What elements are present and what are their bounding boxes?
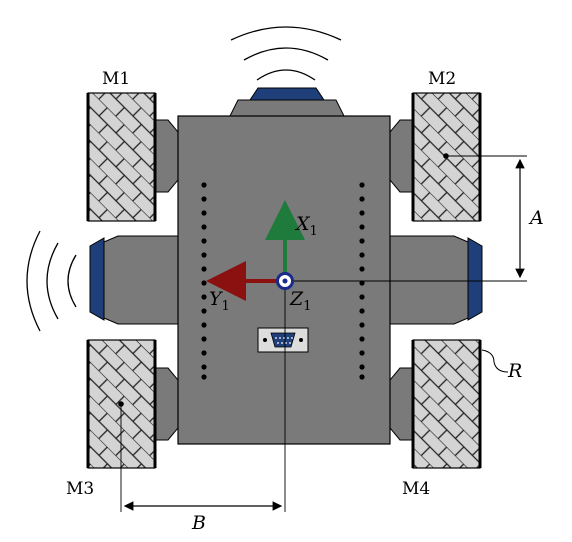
wheel-m4 — [411, 339, 482, 469]
serial-port-icon — [257, 327, 309, 353]
motor-label-m3: M3 — [66, 479, 94, 499]
y-axis-label: Y1 — [209, 288, 230, 314]
motor-label-m4: M4 — [402, 479, 430, 499]
left-dot-column — [201, 182, 207, 380]
dimension-b-label: B — [191, 512, 206, 534]
side-sensor-right — [389, 235, 483, 325]
radius-r-label: R — [507, 360, 522, 382]
motor-label-m1: M1 — [102, 69, 130, 89]
radius-r-leader — [481, 349, 509, 373]
wheel-m1 — [86, 92, 157, 222]
side-sensor-left — [89, 235, 179, 325]
motor-label-m2: M2 — [428, 69, 456, 89]
x-axis-label: X1 — [294, 213, 318, 239]
side-wireless-waves-icon — [26, 230, 77, 332]
right-dot-column — [359, 182, 365, 380]
dimension-reference-lines — [120, 155, 527, 512]
dimension-a-label: A — [528, 207, 544, 229]
z-axis-label: Z1 — [289, 288, 311, 314]
z-axis-center — [282, 278, 288, 284]
front-wireless-waves-icon — [230, 26, 342, 81]
front-sensor — [229, 87, 345, 117]
